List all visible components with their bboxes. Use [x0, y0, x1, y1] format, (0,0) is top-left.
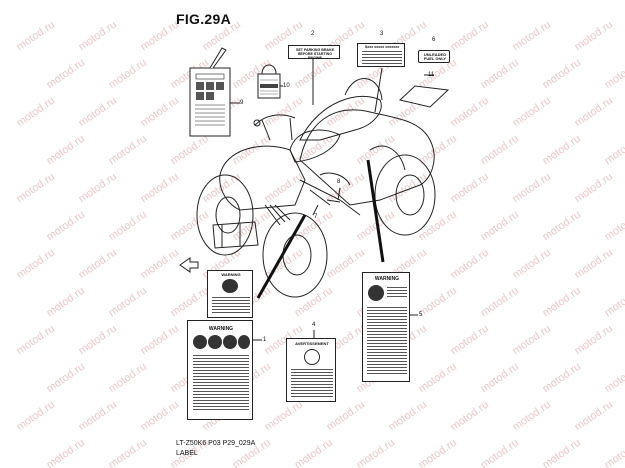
callout-6: 6: [432, 37, 436, 43]
arrow-to-label-1: [256, 214, 307, 299]
label-5-header: WARNING: [374, 276, 400, 282]
label-2-text: SET PARKING BRAKE BEFORE STARTING ENGINE: [295, 48, 335, 60]
atv-rear-wheel: [374, 154, 436, 236]
label-1-lower-header: WARNING: [208, 326, 234, 332]
label-10: [257, 64, 281, 99]
callout-7: 7: [314, 214, 318, 220]
label-1-upper: WARNING: [207, 270, 253, 318]
atv-front-fender: [219, 145, 306, 211]
callout-3: 3: [380, 31, 384, 37]
diagram-name: LABEL: [176, 450, 198, 457]
warning-pictogram-icon: [368, 285, 384, 301]
label-2: SET PARKING BRAKE BEFORE STARTING ENGINE: [288, 45, 340, 60]
label-3: Sxxx xxxxx xxxxxxx: [357, 43, 405, 67]
callout-5: 5: [419, 312, 423, 318]
diagram-code: LT-Z50K6 P03 P29_029A: [176, 440, 256, 447]
figure-title: FIG.29A: [176, 11, 232, 27]
label-4: AVERTISSEMENT: [286, 338, 336, 402]
label-1-upper-header: WARNING: [221, 272, 241, 277]
atv-handlebar: [254, 114, 296, 141]
label-3-header: Sxxx xxxxx xxxxxxx: [364, 45, 400, 49]
callout-11: 11: [428, 72, 435, 78]
label-1-lower: WARNING: [187, 320, 253, 420]
front-arrow-icon: [179, 257, 199, 273]
callout-4: 4: [312, 322, 316, 328]
label-5: WARNING: [362, 272, 410, 382]
label-9: [189, 47, 231, 137]
atv-front-wheel: [196, 174, 254, 256]
warning-pictogram-icon: [208, 335, 222, 349]
atv-front-bumper: [212, 221, 259, 249]
callout-2: 2: [311, 31, 315, 37]
leader-line-8: [337, 187, 341, 201]
warning-pictogram-icon: [238, 335, 250, 349]
callout-8: 8: [337, 179, 341, 185]
label-6: UNLEADED FUEL ONLY: [418, 50, 450, 63]
label-6-text: UNLEADED FUEL ONLY: [423, 52, 447, 61]
callout-1: 1: [263, 337, 267, 343]
atv-fuel-tank: [289, 129, 341, 163]
warning-pictogram-icon: [193, 335, 207, 349]
label-4-header: AVERTISSEMENT: [295, 341, 329, 346]
callout-9: 9: [240, 100, 244, 106]
atv-seat: [299, 95, 382, 141]
warning-pictogram-icon: [304, 349, 320, 365]
callout-10: 10: [283, 83, 290, 89]
warning-pictogram-icon: [222, 279, 238, 293]
atv-rear-body: [299, 109, 435, 206]
warning-pictogram-icon: [223, 335, 237, 349]
arrow-to-label-5: [366, 159, 385, 263]
leader-line-3: [374, 67, 383, 113]
leader-line-7: [312, 204, 319, 216]
